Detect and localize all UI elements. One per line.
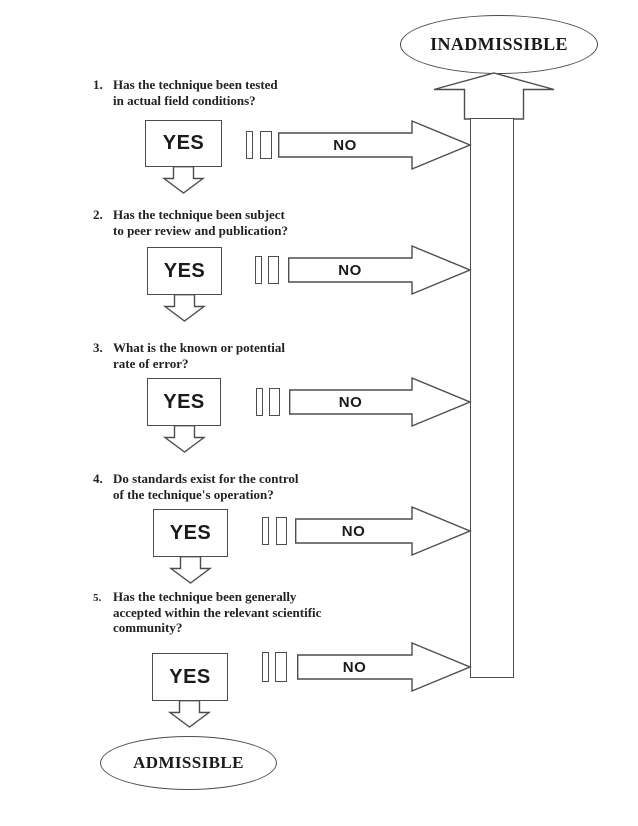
admissible-terminal: ADMISSIBLE: [100, 736, 277, 790]
yes-label-1: YES: [162, 132, 205, 154]
yes-down-arrow-1: [161, 165, 206, 194]
yes-down-arrow-5: [167, 699, 212, 728]
inadmissible-channel: [470, 118, 514, 678]
question-4-line: of the technique's operation?: [113, 486, 274, 502]
no-arrow-segment: [269, 388, 280, 416]
no-arrow-segment: [262, 652, 269, 682]
question-5-line: Has the technique been generally: [113, 589, 297, 604]
question-3-number: 3.: [93, 340, 103, 355]
up-arrow: [433, 72, 555, 120]
question-5: 5. Has the technique been generally acce…: [93, 589, 321, 636]
question-2-line: to peer review and publication?: [113, 222, 289, 238]
question-3: 3. What is the known or potential rate o…: [93, 340, 285, 371]
no-label-2: NO: [338, 261, 362, 279]
no-arrow-segment: [275, 652, 287, 682]
question-2-line: Has the technique been subject: [113, 207, 285, 222]
yes-box-2: YES: [147, 247, 222, 295]
question-1-line: Has the technique been tested: [113, 77, 278, 92]
no-arrow-segment: [276, 517, 287, 545]
no-arrow-5: [296, 641, 472, 693]
yes-label-2: YES: [163, 259, 206, 282]
question-4: 4. Do standards exist for the control of…: [93, 471, 299, 502]
yes-label-5: YES: [169, 665, 211, 688]
no-arrow-segment: [255, 256, 262, 284]
question-5-line: accepted within the relevant scientific: [113, 604, 322, 620]
question-1: 1. Has the technique been tested in actu…: [93, 77, 278, 108]
question-1-line: in actual field conditions?: [113, 92, 256, 108]
yes-down-arrow-2: [162, 293, 207, 322]
no-arrow-1: [277, 119, 472, 171]
yes-box-4: YES: [153, 509, 228, 557]
question-3-line: rate of error?: [113, 355, 189, 371]
inadmissible-terminal: INADMISSIBLE: [400, 15, 598, 74]
no-label-3: NO: [338, 393, 363, 411]
no-arrow-segment: [268, 256, 279, 284]
no-arrow-3: [288, 376, 472, 428]
no-label-5: NO: [342, 658, 367, 676]
yes-box-3: YES: [147, 378, 221, 426]
no-arrow-4: [294, 505, 472, 557]
admissible-label: ADMISSIBLE: [133, 753, 244, 772]
no-label-1: NO: [333, 136, 357, 154]
yes-label-4: YES: [169, 521, 212, 544]
question-2-number: 2.: [93, 207, 103, 222]
no-arrow-segment: [256, 388, 263, 416]
no-arrow-segment: [262, 517, 269, 545]
yes-down-arrow-3: [162, 424, 207, 453]
question-5-line: community?: [113, 620, 183, 635]
question-5-number: 5.: [93, 592, 102, 604]
no-arrow-2: [287, 244, 472, 296]
no-label-4: NO: [341, 522, 366, 540]
question-4-number: 4.: [93, 471, 103, 486]
yes-down-arrow-4: [168, 555, 213, 584]
no-arrow-segment: [246, 131, 253, 159]
yes-box-1: YES: [145, 120, 222, 167]
inadmissible-label: INADMISSIBLE: [430, 34, 568, 54]
question-4-line: Do standards exist for the control: [113, 471, 299, 486]
yes-label-3: YES: [163, 390, 205, 413]
question-1-number: 1.: [93, 77, 103, 92]
no-arrow-segment: [260, 131, 272, 159]
yes-box-5: YES: [152, 653, 228, 701]
question-2: 2. Has the technique been subject to pee…: [93, 207, 288, 238]
question-3-line: What is the known or potential: [113, 340, 286, 355]
